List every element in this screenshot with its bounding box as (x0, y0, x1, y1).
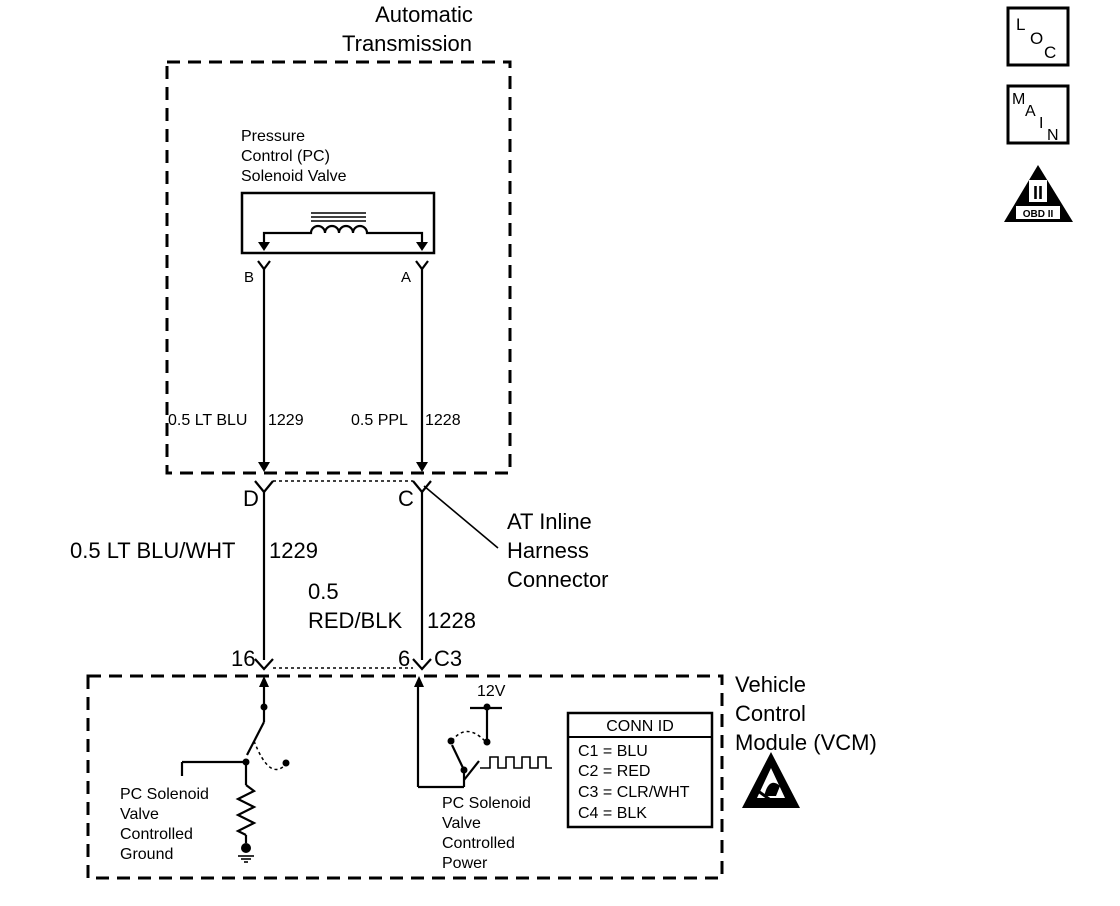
solenoid-label-line3: Solenoid Valve (241, 168, 347, 185)
controlled-ground-circuit (180, 676, 290, 863)
wire-left-color-label: 0.5 LT BLU (168, 412, 247, 429)
pin-d-label: D (243, 486, 259, 511)
connector-label-line2: Harness (507, 538, 589, 563)
switch-link-icon (253, 740, 287, 771)
arrow-down-icon (416, 462, 428, 472)
pin-c-label: C (398, 486, 414, 511)
obd-ii-badge-icon[interactable]: II OBD II (1004, 165, 1073, 222)
terminal-b-label: B (244, 269, 254, 286)
conn-id-row: C3 = CLR/WHT (578, 784, 690, 801)
loc-badge-letter: L (1016, 15, 1025, 34)
controlled-power-circuit (414, 676, 552, 789)
vcm-connector-label: C3 (434, 646, 462, 671)
switch-link-icon (451, 730, 486, 742)
wire-1229-color-label: 0.5 LT BLU/WHT (70, 538, 235, 563)
loc-badge-letter: C (1044, 43, 1056, 62)
pin-16-connector-icon (254, 658, 274, 671)
solenoid-housing (240, 191, 436, 255)
wire-1228-color-line2: RED/BLK (308, 608, 402, 633)
wire-1228-color-line1: 0.5 (308, 579, 339, 604)
arrow-down-icon (258, 462, 270, 472)
ground-label-line3: Controlled (120, 826, 193, 843)
power-label-line3: Controlled (442, 835, 515, 852)
arrow-up-icon (414, 676, 424, 687)
connector-leader-line (423, 485, 499, 549)
pin-16-label: 16 (231, 646, 255, 671)
ground-icon (241, 843, 251, 853)
switch-blade-icon (463, 760, 480, 781)
ground-label-line2: Valve (120, 806, 159, 823)
terminal-a-label: A (401, 269, 411, 286)
ground-label-line1: PC Solenoid (120, 786, 209, 803)
main-badge-letter: A (1025, 103, 1036, 120)
conn-id-row: C2 = RED (578, 763, 650, 780)
pin-6-connector-icon (412, 658, 432, 671)
resistor-icon (235, 784, 257, 836)
voltage-label: 12V (477, 683, 506, 700)
power-label-line1: PC Solenoid (442, 795, 531, 812)
switch-blade-icon (246, 721, 265, 756)
conn-id-table: CONN ID C1 = BLU C2 = RED C3 = CLR/WHT C… (566, 711, 714, 829)
pwm-signal-icon (480, 756, 552, 769)
wire-left-circuit-label: 1229 (268, 412, 304, 429)
conn-id-row: C4 = BLK (578, 805, 647, 822)
main-badge-letter: M (1012, 91, 1025, 108)
wire-1228-circuit-label: 1228 (427, 608, 476, 633)
at-inline-harness-connector: D C AT Inline Harness Connector (243, 480, 609, 592)
power-label-line2: Valve (442, 815, 481, 832)
pin-6-label: 6 (398, 646, 410, 671)
harness-wires: 0.5 LT BLU/WHT 1229 0.5 RED/BLK 1228 16 … (70, 492, 476, 671)
solenoid-coil-icon (258, 212, 428, 251)
wire-right-color-label: 0.5 PPL (351, 412, 408, 429)
vcm-title-line3: Module (VCM) (735, 730, 877, 755)
obd-roman-numeral: II (1033, 183, 1043, 203)
esd-warning-icon (742, 752, 800, 808)
connector-label-line3: Connector (507, 567, 609, 592)
wire-1229-circuit-label: 1229 (269, 538, 318, 563)
main-badge-letter: I (1039, 115, 1043, 132)
connector-label-line1: AT Inline (507, 509, 592, 534)
vcm-title-line2: Control (735, 701, 806, 726)
terminal-b-connector-icon (257, 260, 271, 271)
vehicle-control-module: Vehicle Control Module (VCM) PC Solenoid… (86, 672, 877, 880)
solenoid-label-line2: Control (PC) (241, 148, 330, 165)
transmission-title-line2: Transmission (342, 31, 472, 56)
main-badge-icon[interactable]: M A I N (1006, 84, 1070, 145)
loc-badge-letter: O (1030, 29, 1043, 48)
main-badge-letter: N (1047, 127, 1059, 144)
automatic-transmission-section: Automatic Transmission Pressure Control … (165, 2, 512, 475)
conn-id-header: CONN ID (606, 718, 674, 735)
vcm-title-line1: Vehicle (735, 672, 806, 697)
terminal-a-connector-icon (415, 260, 429, 271)
pc-solenoid-valve (240, 191, 436, 255)
arrow-up-icon (259, 676, 269, 687)
transmission-title-line1: Automatic (375, 2, 473, 27)
ground-label-line4: Ground (120, 846, 173, 863)
solenoid-label-line1: Pressure (241, 128, 305, 145)
obd-label: OBD II (1023, 209, 1054, 220)
wire-right-circuit-label: 1228 (425, 412, 461, 429)
loc-badge-icon[interactable]: L O C (1006, 6, 1070, 67)
vcm-boundary (86, 674, 724, 880)
power-label-line4: Power (442, 855, 488, 872)
conn-id-row: C1 = BLU (578, 743, 648, 760)
